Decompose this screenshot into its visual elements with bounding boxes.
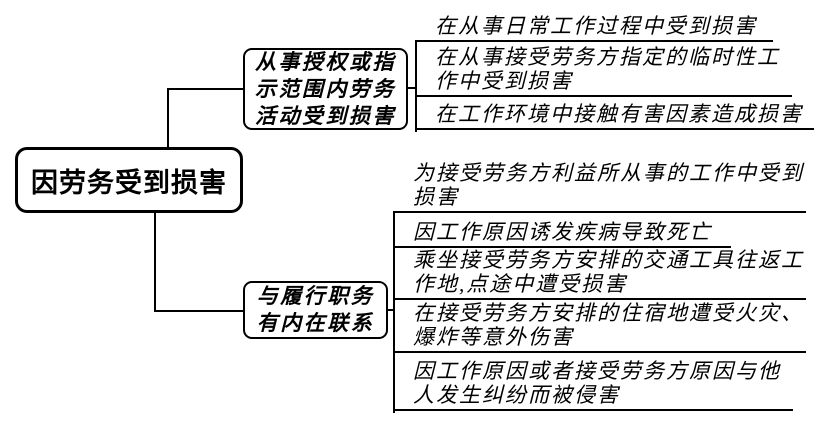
branch-node-duty-related: 与履行职务 有内在联系 bbox=[243, 281, 388, 339]
root-node: 因劳务受到损害 bbox=[15, 147, 243, 213]
leaf-node-work-induced-disease-death: 因工作原因诱发疾病导致死亡 bbox=[393, 218, 731, 248]
leaf-node-dispute-infringement: 因工作原因或者接受劳务方原因与他 人发生纠纷而被侵害 bbox=[393, 359, 793, 411]
branch-node-authorized-scope: 从事授权或指 示范围内劳务 活动受到损害 bbox=[243, 48, 408, 130]
connector-root-to-branch1-horizontal bbox=[167, 88, 243, 90]
leaf-node-employer-benefit-work: 为接受劳务方利益所从事的工作中受到 损害 bbox=[393, 160, 806, 213]
connector-branch2-to-leaves bbox=[386, 309, 395, 311]
connector-root-to-branch2-horizontal bbox=[154, 310, 243, 312]
connector-root-to-branch1-vertical bbox=[167, 88, 169, 149]
connector-branch1-to-leaves bbox=[406, 87, 417, 89]
leaf-node-harmful-environment: 在工作环境中接触有害因素造成损害 bbox=[415, 102, 814, 130]
leaf-node-daily-work: 在从事日常工作过程中受到损害 bbox=[415, 12, 773, 42]
leaf-group2-bracket-line bbox=[393, 211, 395, 413]
leaf-group1-bracket-line bbox=[415, 42, 417, 132]
leaf-node-lodging-fire-explosion: 在接受劳务方安排的住宿地遭受火灾、 爆炸等意外伤害 bbox=[393, 301, 806, 353]
connector-root-to-branch2-vertical bbox=[154, 211, 156, 312]
leaf-node-commute-transport-injury: 乘坐接受劳务方安排的交通工具往返工 作地,点途中遭受损害 bbox=[393, 248, 806, 300]
leaf-node-temporary-work: 在从事接受劳务方指定的临时性工 作中受到损害 bbox=[415, 45, 792, 97]
